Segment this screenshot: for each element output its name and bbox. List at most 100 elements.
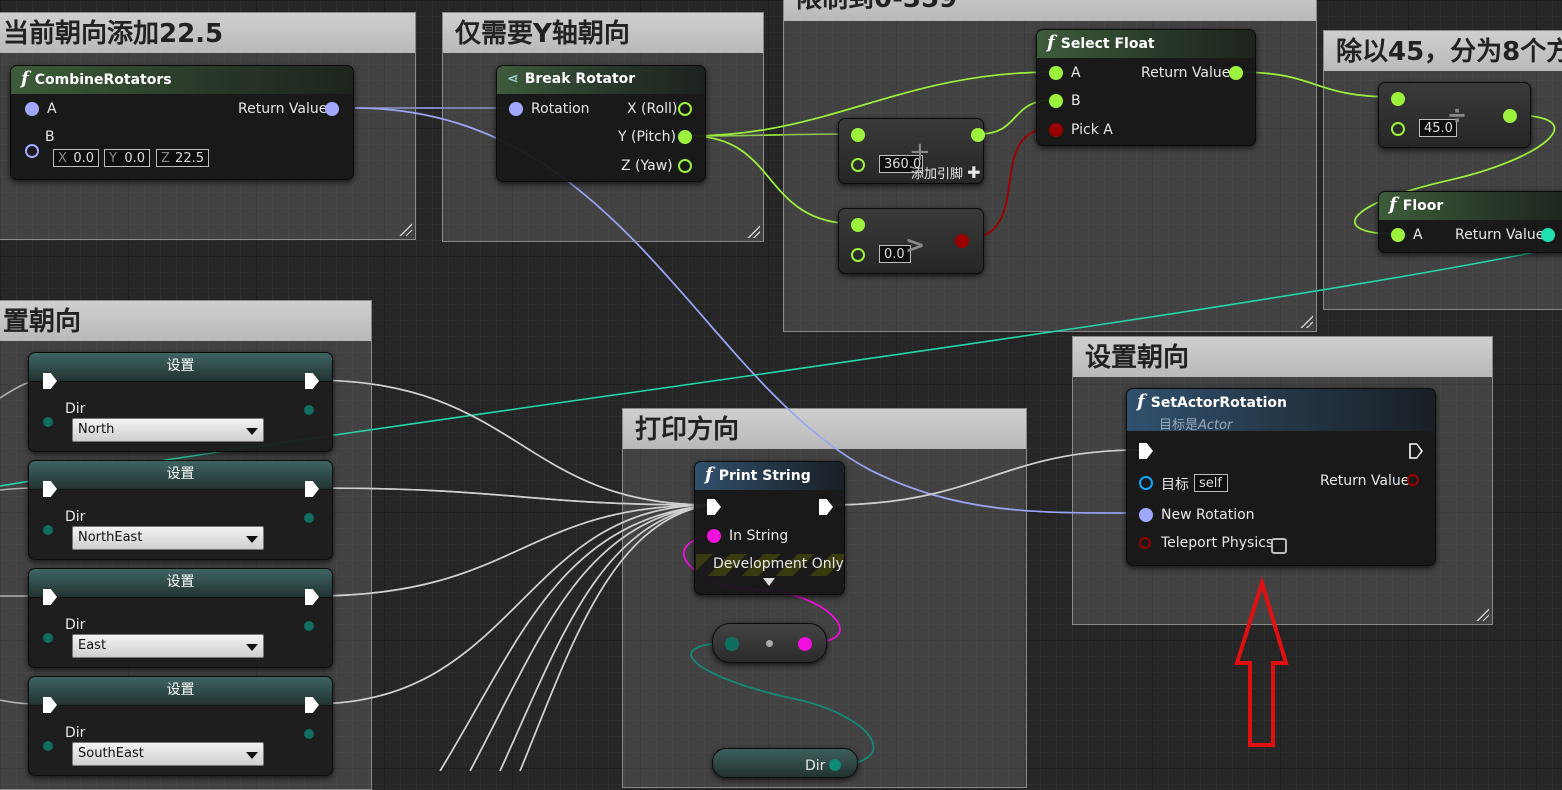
resize-handle[interactable] xyxy=(398,222,412,236)
dir-dropdown[interactable]: East xyxy=(72,634,264,658)
dir-pin[interactable] xyxy=(43,525,53,535)
node-greater[interactable]: 0.0 > xyxy=(838,208,984,274)
pin-select-a[interactable] xyxy=(1049,66,1063,80)
add-pin-icon: ✚ xyxy=(967,163,981,182)
wire-exec-set2 xyxy=(311,487,711,506)
pin-pick-a[interactable] xyxy=(1049,123,1063,137)
divide-icon: ÷ xyxy=(1447,101,1468,129)
node-break-rotator[interactable]: ⋖Break Rotator Rotation X (Roll) Y (Pitc… xyxy=(496,65,706,182)
chevron-down-icon xyxy=(246,752,258,759)
pin-divide-b[interactable] xyxy=(1391,122,1405,136)
node-set-dir[interactable]: 设置 Dir NorthEast xyxy=(28,460,333,560)
pin-greater-out[interactable] xyxy=(955,234,969,248)
pin-divide-out[interactable] xyxy=(1503,109,1517,123)
comment-print-dir[interactable]: 打印方向 xyxy=(622,408,1027,788)
dir-pin[interactable] xyxy=(43,633,53,643)
dir-out-pin[interactable] xyxy=(304,729,314,739)
target-field[interactable]: self xyxy=(1194,474,1228,492)
dir-label: Dir xyxy=(65,401,86,417)
pin-select-b[interactable] xyxy=(1049,94,1063,108)
pin-return[interactable] xyxy=(325,102,339,116)
dir-out-pin[interactable] xyxy=(304,513,314,523)
wire-dir-to-conv xyxy=(690,642,875,766)
node-dir-getter[interactable]: Dir xyxy=(712,748,858,778)
node-set-dir[interactable]: 设置 Dir North xyxy=(28,352,333,452)
dir-out-pin[interactable] xyxy=(304,621,314,631)
greater-value-field[interactable]: 0.0 xyxy=(879,245,911,263)
function-icon: f xyxy=(1047,32,1055,53)
exec-in-pin[interactable] xyxy=(1139,443,1153,459)
exec-out-pin[interactable] xyxy=(1409,443,1423,459)
exec-out-pin[interactable] xyxy=(305,481,319,497)
pin-add-out[interactable] xyxy=(971,128,985,142)
dir-dropdown[interactable]: North xyxy=(72,418,264,442)
resize-handle[interactable] xyxy=(746,224,760,238)
resize-handle[interactable] xyxy=(1299,314,1313,328)
pin-floor-return[interactable] xyxy=(1541,228,1555,242)
dir-pin[interactable] xyxy=(43,417,53,427)
node-add[interactable]: 360.0 + 添加引脚 ✚ xyxy=(838,118,985,184)
exec-in-pin[interactable] xyxy=(43,589,57,605)
wire-exec-extra2 xyxy=(469,504,711,771)
node-enum-to-string[interactable] xyxy=(712,623,827,663)
node-divide[interactable]: 45.0 ÷ xyxy=(1378,82,1531,148)
pin-z-yaw[interactable] xyxy=(678,159,692,173)
pin-add-b[interactable] xyxy=(851,158,865,172)
expand-arrow-icon[interactable] xyxy=(763,578,775,586)
exec-out-pin[interactable] xyxy=(305,589,319,605)
b-x-field[interactable]: X 0.0 xyxy=(53,149,99,167)
pin-new-rotation[interactable] xyxy=(1139,508,1153,522)
b-y-field[interactable]: Y 0.0 xyxy=(104,149,150,167)
annotation-arrow-icon xyxy=(1234,576,1289,747)
b-z-field[interactable]: Z 22.5 xyxy=(156,149,209,167)
pin-dir-out[interactable] xyxy=(829,759,841,771)
add-value-field[interactable]: 360.0 xyxy=(879,155,923,173)
pin-divide-a[interactable] xyxy=(1391,92,1405,106)
pin-greater-b[interactable] xyxy=(851,248,865,262)
comment-title: 置朝向 xyxy=(0,301,371,341)
pin-conv-out[interactable] xyxy=(798,637,812,651)
exec-out-pin[interactable] xyxy=(819,499,833,515)
add-pin-button[interactable]: 添加引脚 ✚ xyxy=(911,163,981,182)
exec-out-pin[interactable] xyxy=(305,373,319,389)
pin-select-return[interactable] xyxy=(1229,66,1243,80)
exec-in-pin[interactable] xyxy=(707,499,721,515)
divide-value-field[interactable]: 45.0 xyxy=(1419,119,1457,137)
comment-y-only[interactable]: 仅需要Y轴朝向 xyxy=(442,12,764,242)
teleport-label: Teleport Physics xyxy=(1161,535,1274,551)
exec-out-pin[interactable] xyxy=(305,697,319,713)
dir-out-pin[interactable] xyxy=(304,405,314,415)
pin-b[interactable] xyxy=(25,144,39,158)
pin-in-string[interactable] xyxy=(707,529,721,543)
pin-floor-a[interactable] xyxy=(1391,228,1405,242)
pin-rotation[interactable] xyxy=(509,102,523,116)
wire-select-to-divide xyxy=(1236,71,1397,98)
exec-in-pin[interactable] xyxy=(43,697,57,713)
node-set-dir[interactable]: 设置 Dir East xyxy=(28,568,333,668)
pin-a[interactable] xyxy=(25,102,39,116)
exec-in-pin[interactable] xyxy=(43,373,57,389)
exec-in-pin[interactable] xyxy=(43,481,57,497)
pin-y-pitch[interactable] xyxy=(678,130,692,144)
resize-handle[interactable] xyxy=(1475,607,1489,621)
pin-target[interactable] xyxy=(1139,476,1153,490)
node-set-dir[interactable]: 设置 Dir SouthEast xyxy=(28,676,333,776)
dir-dropdown[interactable]: SouthEast xyxy=(72,742,264,766)
pin-x-roll[interactable] xyxy=(678,102,692,116)
comment-divide[interactable]: 除以45，分为8个方 xyxy=(1323,30,1562,310)
pin-return[interactable] xyxy=(1407,474,1419,486)
pin-add-a[interactable] xyxy=(851,128,865,142)
teleport-checkbox[interactable] xyxy=(1271,538,1287,554)
dir-dropdown[interactable]: NorthEast xyxy=(72,526,264,550)
wire-pitch-to-greater xyxy=(689,135,858,225)
wire-exec-set3 xyxy=(311,504,711,597)
dir-pin[interactable] xyxy=(43,741,53,751)
pin-greater-a[interactable] xyxy=(851,218,865,232)
pin-teleport[interactable] xyxy=(1139,537,1151,549)
pin-conv-in[interactable] xyxy=(725,637,739,651)
